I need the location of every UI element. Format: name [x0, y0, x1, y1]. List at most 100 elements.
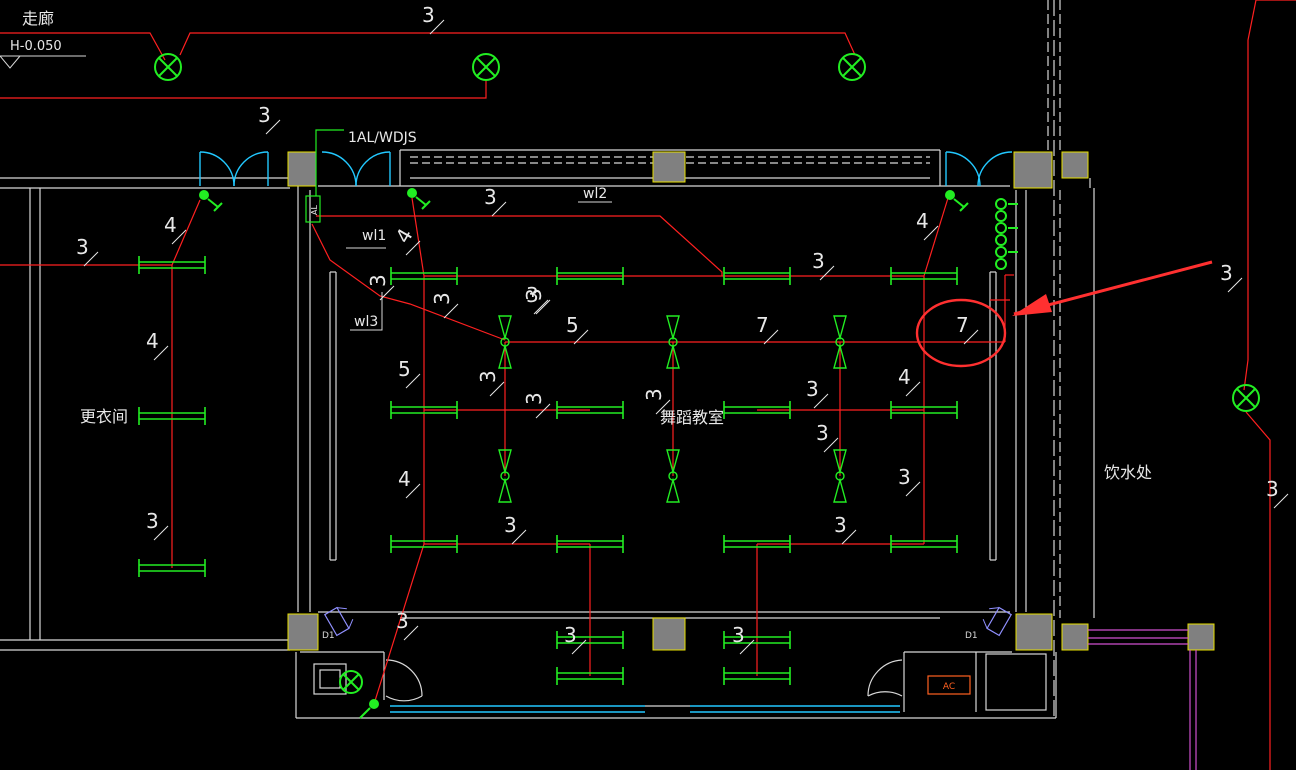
wire-count-label: 3 — [526, 283, 549, 315]
ac-tag: AC — [943, 682, 955, 692]
svg-text:3: 3 — [396, 609, 409, 633]
svg-text:3: 3 — [732, 623, 745, 647]
ac-unit: AC — [927, 675, 971, 695]
circuit-wl2: wl2 — [583, 186, 607, 202]
switch-icon — [407, 188, 431, 210]
wire-count-label: 7 — [956, 313, 979, 345]
fluorescent-fixture-icon — [556, 535, 624, 553]
wire-count-label: 3 — [522, 392, 551, 419]
svg-text:5: 5 — [398, 357, 411, 381]
svg-text:3: 3 — [898, 465, 911, 489]
fluorescent-fixture-icon — [138, 407, 206, 425]
wire-count-label: 3 — [504, 513, 527, 545]
fluorescent-fixture-icon — [890, 535, 958, 553]
svg-text:3: 3 — [76, 235, 89, 259]
fluorescent-fixture-icon — [890, 267, 958, 285]
svg-text:3: 3 — [484, 185, 497, 209]
circuit-wl1: wl1 — [362, 228, 386, 244]
svg-text:7: 7 — [956, 313, 969, 337]
svg-text:3: 3 — [812, 249, 825, 273]
wire-count-label: 4 — [391, 224, 421, 256]
svg-text:3: 3 — [1266, 477, 1279, 501]
svg-text:3: 3 — [146, 509, 159, 533]
lamp-icon — [1232, 384, 1260, 412]
walls — [0, 0, 1095, 720]
panel-tag: AL — [310, 204, 319, 214]
fluorescent-fixture-icon — [723, 401, 791, 419]
circuit-labels: wl1 wl2 wl3 — [346, 186, 612, 331]
wire-count-label: 3 — [642, 388, 671, 415]
fluorescent-fixture-icon — [390, 535, 458, 553]
lamp-icon — [838, 53, 866, 81]
fluorescent-fixture-icon — [723, 267, 791, 285]
wire-count-label: 3 — [522, 288, 551, 315]
ceiling-fan-icon — [833, 449, 847, 503]
wire-count-label: 3 — [806, 377, 829, 409]
distribution-panel: AL 1AL/WDJS — [305, 129, 417, 223]
structural-columns — [287, 151, 1215, 651]
wire-count-label: 3 — [146, 509, 169, 541]
fluorescent-fixture-icon — [723, 667, 791, 685]
ceiling-fan-icon — [833, 315, 847, 369]
lamp-icon — [472, 53, 500, 81]
wire-count-label: 3 — [1220, 261, 1243, 293]
light-fixtures — [138, 256, 958, 685]
wire-count-label: 3 — [396, 609, 419, 641]
svg-text:3: 3 — [816, 421, 829, 445]
wire-count-label: 5 — [566, 313, 589, 345]
wall-fan-icon — [323, 606, 354, 637]
svg-text:3: 3 — [476, 370, 500, 383]
svg-text:4: 4 — [164, 213, 177, 237]
svg-text:5: 5 — [566, 313, 579, 337]
wall-fan-icon — [982, 606, 1013, 637]
wire-count-label: 3 — [366, 274, 395, 301]
wire-count-label: 5 — [398, 357, 421, 389]
svg-text:3: 3 — [258, 103, 271, 127]
wire-count-label: 4 — [164, 213, 187, 245]
svg-text:3: 3 — [430, 292, 454, 305]
wire-count-label: 3 — [1266, 477, 1289, 509]
panel-label: 1AL/WDJS — [348, 130, 417, 146]
wall-fans: D1 D1 — [322, 606, 1013, 641]
svg-text:4: 4 — [146, 329, 159, 353]
room-changing: 更衣间 — [80, 407, 128, 426]
wire-count-label: 3 — [476, 370, 505, 397]
fluorescent-fixture-icon — [723, 535, 791, 553]
ceiling-fan-icon — [666, 449, 680, 503]
lamp-icon — [339, 670, 363, 694]
doors — [199, 151, 1013, 702]
fixture-rows — [138, 256, 958, 685]
wire-count-label: 3 — [430, 292, 459, 319]
fluorescent-fixture-icon — [390, 401, 458, 419]
fluorescent-fixture-icon — [138, 559, 206, 577]
room-corridor: 走廊 — [22, 9, 54, 28]
wire-count-label: 4 — [916, 209, 939, 241]
wire-count-label: 4 — [398, 467, 421, 499]
wire-count-label: 4 — [898, 365, 921, 397]
svg-text:3: 3 — [522, 392, 546, 405]
switch-icon — [359, 699, 379, 719]
svg-text:4: 4 — [391, 224, 418, 247]
room-dance: 舞蹈教室 — [660, 408, 724, 427]
wire-count-label: 3 — [834, 513, 857, 545]
wire-count-label: 7 — [756, 313, 779, 345]
fluorescent-fixture-icon — [556, 631, 624, 649]
ceiling-fan-icon — [498, 315, 512, 369]
ceiling-fan-icon — [666, 315, 680, 369]
svg-text:7: 7 — [756, 313, 769, 337]
fluorescent-fixture-icon — [890, 401, 958, 419]
bottom-windows — [390, 705, 900, 713]
lamp-symbols — [154, 53, 1260, 694]
fluorescent-fixture-icon — [556, 267, 624, 285]
wire-count-label: 3 — [812, 249, 835, 281]
wire-count-label: 3 — [732, 623, 755, 655]
wire-count-label: 3 — [484, 185, 507, 217]
door-tag-left: D1 — [322, 631, 335, 641]
wire-count-label: 3 — [76, 235, 99, 267]
circuit-wl3: wl3 — [354, 314, 378, 330]
svg-text:3: 3 — [834, 513, 847, 537]
fluorescent-fixture-icon — [390, 267, 458, 285]
svg-text:4: 4 — [916, 209, 929, 233]
